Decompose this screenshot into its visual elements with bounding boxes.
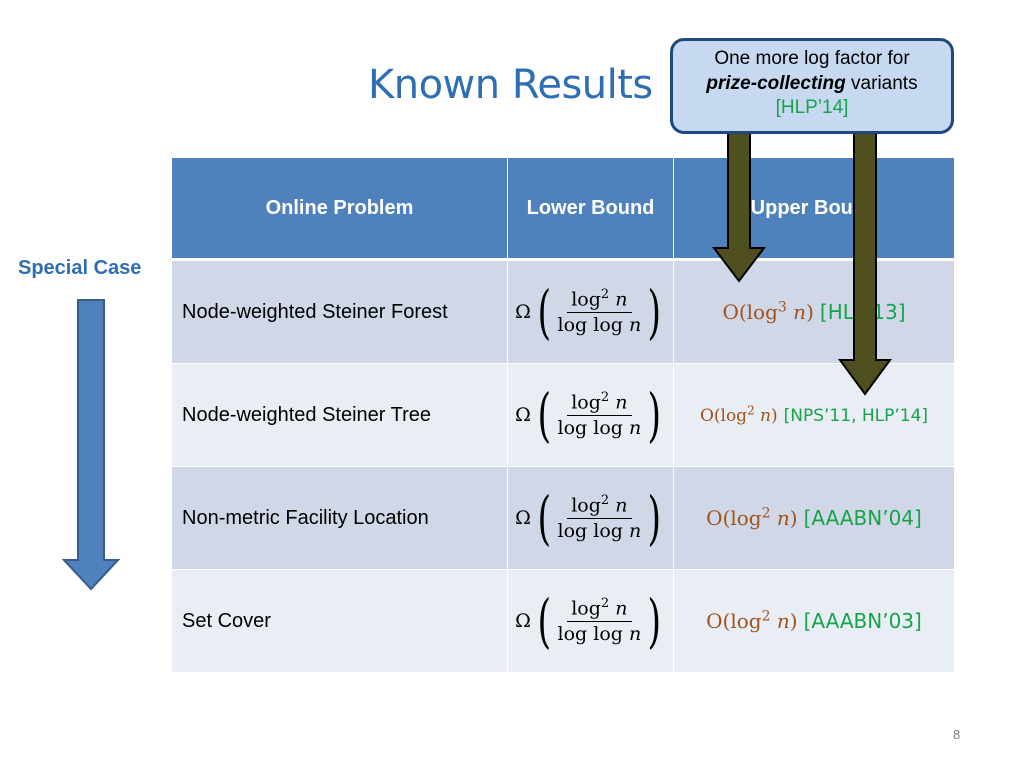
citation: [AAABN’03] [803,608,922,633]
special-case-label: Special Case [18,257,142,279]
lower-bound-cell: Ω ( log2 n log log n ) [507,363,674,467]
upper-bound-cell: O(log3 n)[HLP’13] [673,259,955,364]
problem-name: Non-metric Facility Location [171,466,508,570]
down-arrow-icon [62,299,120,591]
lower-bound-formula: Ω ( log2 n log log n ) [515,587,662,655]
header-upper-bound: Upper Bound [673,157,955,261]
problem-name: Node-weighted Steiner Tree [171,363,508,467]
lower-bound-formula: Ω ( log2 n log log n ) [515,381,662,449]
table-row: Node-weighted Steiner Tree Ω ( log2 n lo… [171,363,955,467]
callout-citation: [HLP’14] [775,97,849,119]
problem-name: Set Cover [171,569,508,673]
slide-title: Known Results [368,62,653,108]
table-row: Set Cover Ω ( log2 n log log n ) O(log2 … [171,569,955,673]
upper-bound-formula: O(log2 n) [706,608,798,633]
callout-box: One more log factor for prize-collecting… [670,38,954,134]
upper-bound-formula: O(log3 n) [722,299,814,324]
lower-bound-formula: Ω ( log2 n log log n ) [515,278,662,346]
upper-bound-cell: O(log2 n)[AAABN’04] [673,466,955,570]
header-lower-bound: Lower Bound [507,157,674,261]
page-number: 8 [953,727,961,742]
header-online-problem: Online Problem [171,157,508,261]
upper-bound-cell: O(log2 n)[NPS’11, HLP’14] [673,363,955,467]
results-table: Online Problem Lower Bound Upper Bound N… [171,157,955,673]
upper-bound-formula: O(log2 n) [706,505,798,530]
lower-bound-cell: Ω ( log2 n log log n ) [507,466,674,570]
citation: [NPS’11, HLP’14] [783,406,929,427]
pointer-arrow-icon [838,131,892,396]
citation: [AAABN’04] [803,505,922,530]
table-row: Node-weighted Steiner Forest Ω ( log2 n … [171,259,955,364]
callout-line-2: prize-collecting variants [706,72,918,94]
pointer-arrow-icon [712,131,767,283]
problem-name: Node-weighted Steiner Forest [171,259,508,364]
lower-bound-formula: Ω ( log2 n log log n ) [515,484,662,552]
lower-bound-cell: Ω ( log2 n log log n ) [507,569,674,673]
upper-bound-cell: O(log2 n)[AAABN’03] [673,569,955,673]
table-header-row: Online Problem Lower Bound Upper Bound [171,157,955,261]
upper-bound-formula: O(log2 n) [699,403,778,427]
lower-bound-cell: Ω ( log2 n log log n ) [507,259,674,364]
table-row: Non-metric Facility Location Ω ( log2 n … [171,466,955,570]
callout-emphasis: prize-collecting [706,72,846,94]
callout-line-1: One more log factor for [714,48,910,69]
